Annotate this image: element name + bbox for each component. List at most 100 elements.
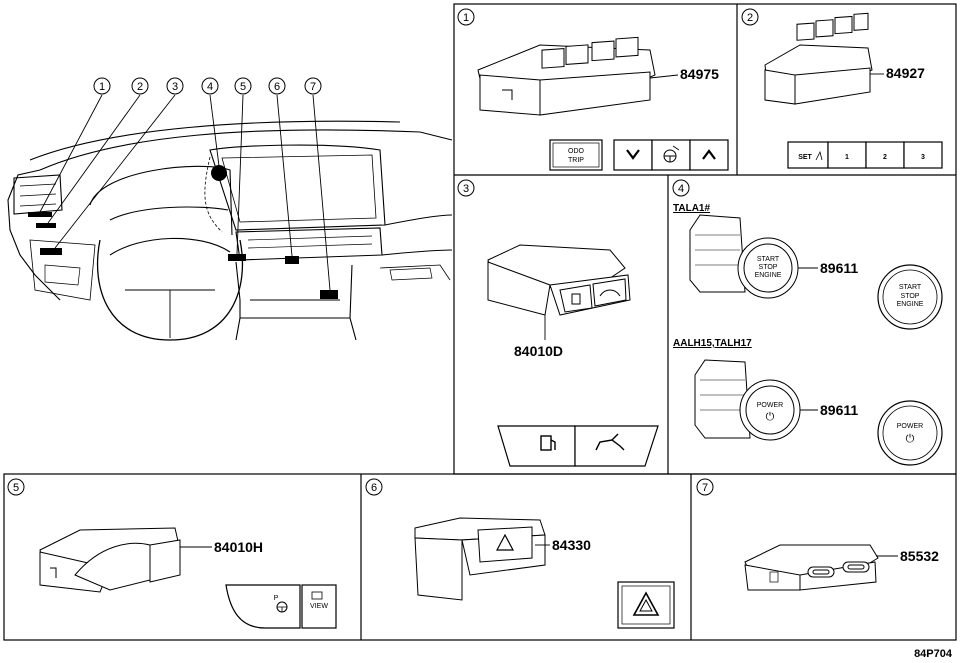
variant-1-label: TALA1#	[673, 203, 710, 214]
callout-2: 2	[131, 77, 149, 95]
marker-6	[285, 256, 299, 264]
face-stop-label: STOP	[901, 293, 920, 300]
panel-7-number: 7	[702, 482, 708, 494]
marker-7	[320, 290, 338, 299]
panel-3-switch-assembly	[487, 244, 631, 316]
panel-3-number: 3	[463, 183, 469, 195]
stop-label: STOP	[759, 264, 778, 271]
usb-c-port-icon	[807, 566, 835, 578]
panel-1-switch-assembly	[477, 36, 656, 116]
fuel-door-icon	[540, 435, 556, 451]
marker-5	[228, 254, 246, 261]
chevron-down-button	[613, 139, 653, 171]
switch-location-markers	[28, 165, 338, 299]
callout-5-label: 5	[240, 81, 246, 93]
variant-2-part-number: 89611	[820, 402, 858, 418]
panel-7-part-number: 85532	[900, 548, 939, 564]
callout-5: 5	[234, 77, 252, 95]
view-label: VIEW	[310, 603, 328, 610]
preset-button-row: SET 1 2 3	[787, 141, 943, 169]
dashboard-overview	[7, 120, 453, 341]
preset-2-label: 2	[883, 154, 887, 161]
set-button-label: SET	[798, 154, 812, 161]
panel-6: 6 84330	[365, 478, 675, 629]
panel-6-switch-assembly	[414, 517, 546, 601]
callout-7-label: 7	[310, 81, 316, 93]
power-button-face: POWER ⏻	[877, 400, 943, 466]
steering-wheel-button	[651, 139, 691, 171]
parking-steering-button	[225, 584, 301, 629]
panel-1-part-number: 84975	[680, 66, 719, 82]
callout-6-label: 6	[274, 81, 280, 93]
face-engine-label: ENGINE	[897, 301, 924, 308]
panel-6-part-number: 84330	[552, 537, 591, 553]
marker-1	[28, 212, 52, 217]
hazard-button	[617, 581, 675, 629]
callout-6: 6	[268, 77, 286, 95]
callout-1-label: 1	[99, 81, 105, 93]
usb-c-port-icon	[842, 561, 870, 573]
hazard-triangle-icon	[632, 591, 660, 616]
variant-2-label: AALH15,TALH17	[673, 338, 752, 349]
fuel-door-button	[497, 425, 576, 467]
odo-label: ODO	[568, 148, 585, 155]
preset-3-label: 3	[921, 154, 925, 161]
callout-7: 7	[304, 77, 322, 95]
preset-2-button	[865, 141, 905, 169]
callout-1: 1	[93, 77, 111, 95]
parking-steering-icon: P	[274, 595, 288, 613]
chevron-up-icon	[702, 149, 716, 160]
start-label: START	[757, 256, 780, 263]
callout-leaders	[39, 94, 331, 291]
panel-1-number: 1	[463, 12, 469, 24]
chevron-down-icon	[626, 149, 640, 160]
callout-2-label: 2	[137, 81, 143, 93]
odo-trip-button: ODO TRIP	[549, 139, 603, 171]
panel-6-number: 6	[371, 482, 377, 494]
diagram-code: 84P704	[914, 648, 953, 660]
engine-label: ENGINE	[755, 272, 782, 279]
panel-5-button-pair: P VIEW	[225, 584, 337, 629]
marker-3	[40, 248, 62, 255]
panel-5-switch-assembly	[39, 527, 181, 593]
set-button	[787, 141, 829, 169]
trunk-open-button	[574, 425, 659, 467]
panel-5: 5 84010H P VIEW	[7, 478, 337, 629]
panel-4-number: 4	[678, 183, 684, 195]
panel-4: 4 TALA1# START STOP ENGINE 89611 START S…	[672, 179, 943, 466]
preset-3-button	[903, 141, 943, 169]
preset-1-label: 1	[845, 154, 849, 161]
trunk-open-icon	[595, 433, 625, 451]
power-label: POWER	[757, 402, 783, 409]
callout-4-label: 4	[207, 81, 213, 93]
camera-view-icon: VIEW	[310, 591, 328, 610]
panel-2: 2 84927 SET 1 2 3	[741, 8, 943, 169]
panel-2-part-number: 84927	[886, 65, 925, 81]
callout-4: 4	[201, 77, 219, 95]
callout-3: 3	[166, 77, 184, 95]
panel-1: 1 84975 ODO TRIP	[457, 8, 729, 171]
start-stop-button-face: START STOP ENGINE	[877, 264, 943, 330]
panel-5-number: 5	[13, 482, 19, 494]
panel-2-switch-assembly	[764, 12, 873, 105]
face-power-label: POWER	[897, 423, 923, 430]
panel-3-button-pair	[497, 425, 659, 467]
start-stop-switch-body	[689, 214, 799, 299]
marker-4	[211, 165, 227, 181]
steering-wheel-icon	[663, 145, 680, 163]
panel-3: 3 84010D	[457, 179, 659, 467]
panel-7-usb-module	[744, 544, 879, 591]
chevron-up-button	[689, 139, 729, 171]
trip-label: TRIP	[568, 157, 584, 164]
face-power-icon: ⏻	[906, 433, 915, 445]
panel-3-part-number: 84010D	[514, 343, 563, 359]
panel-frames	[3, 3, 957, 641]
power-icon: ⏻	[766, 411, 775, 423]
panel-5-part-number: 84010H	[214, 539, 263, 555]
p-label: P	[274, 595, 279, 602]
marker-2	[36, 223, 56, 228]
callout-3-label: 3	[172, 81, 178, 93]
panel-2-number: 2	[747, 12, 753, 24]
